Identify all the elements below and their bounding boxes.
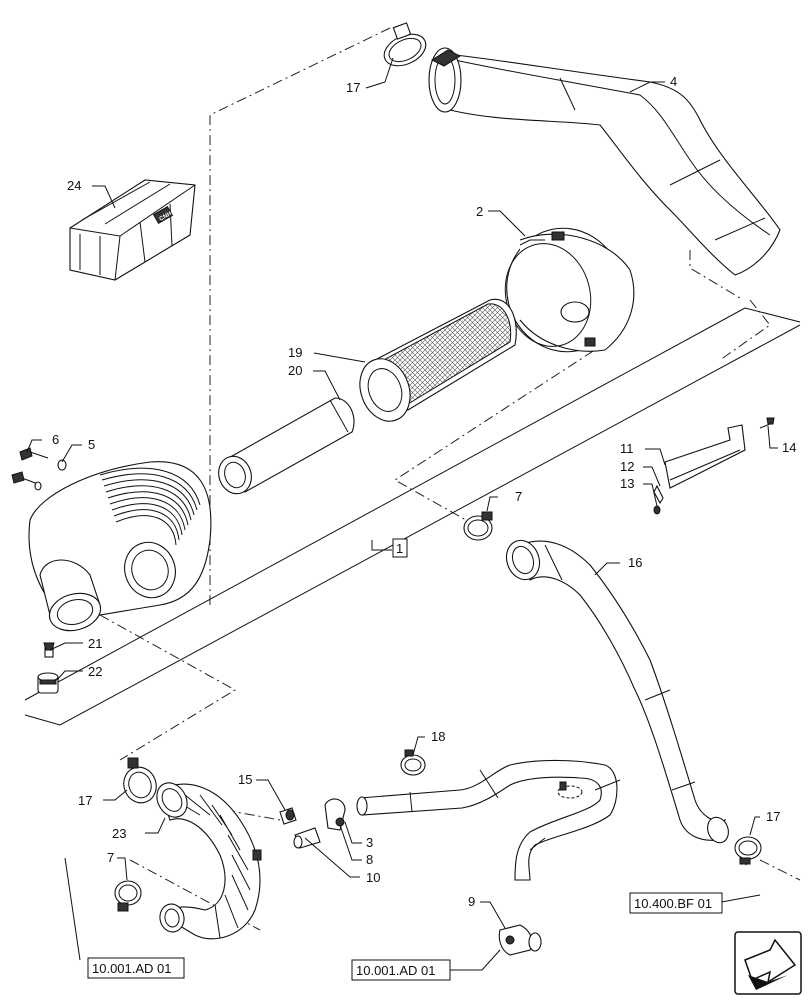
callout-17-lower: 17	[78, 793, 92, 808]
part-19-main-filter	[359, 298, 517, 422]
part-22-dust-valve	[37, 672, 59, 694]
part-17-clamp-lower	[123, 757, 157, 804]
part-7-clamp-top	[463, 511, 493, 541]
part-17-hose-clamp-top	[383, 22, 427, 67]
callout-3: 3	[366, 835, 373, 850]
callout-24: 24	[67, 178, 81, 193]
callout-1-box: 1	[392, 538, 408, 558]
callout-12: 13	[620, 476, 634, 491]
callout-15: 16	[628, 555, 642, 570]
ref-ad-center-label: 10.001.AD 01	[356, 963, 436, 978]
callout-11: 12	[620, 459, 634, 474]
callout-6: 6	[52, 432, 59, 447]
part-15-hose	[505, 539, 729, 844]
part-9-fitting	[293, 827, 321, 849]
part-14-sensor	[279, 807, 297, 825]
callout-22: 22	[88, 664, 102, 679]
part-1-air-cleaner-housing	[28, 461, 212, 632]
callout-7-lower: 7	[107, 850, 114, 865]
callout-5: 5	[88, 437, 95, 452]
ref-box-bf[interactable]: 10.400.BF 01	[629, 892, 723, 914]
part-24-crate: CNH	[69, 179, 196, 281]
callout-9: 10	[366, 870, 380, 885]
parts-11-12-fasteners	[653, 484, 664, 515]
callout-labels: 17 4 24 2 19 20 6 5 7 11 12 13 14 16 21 …	[52, 74, 796, 909]
callout-23: 23	[112, 826, 126, 841]
part-8-clamp-b	[498, 924, 542, 956]
callout-10: 11	[620, 441, 634, 456]
callout-2: 2	[476, 204, 483, 219]
callout-4: 4	[670, 74, 677, 89]
part-2-cleaner-cover	[504, 227, 635, 353]
assembly-bracket-1	[24, 307, 801, 726]
ref-box-ad-center[interactable]: 10.001.AD 01	[351, 959, 451, 981]
callout-13: 14	[782, 440, 796, 455]
part-4-intake-duct	[428, 47, 781, 276]
callout-8-a: 8	[366, 852, 373, 867]
leader-lines	[26, 57, 778, 971]
callout-7-top: 7	[515, 489, 522, 504]
part-16-clamp	[734, 836, 762, 865]
callout-1: 1	[396, 541, 403, 556]
callout-20: 20	[288, 363, 302, 378]
part-21-fitting	[43, 642, 55, 658]
callout-14: 15	[238, 772, 252, 787]
callout-16: 17	[766, 809, 780, 824]
crate-logo: CNH	[159, 211, 173, 223]
navigation-arrow-icon[interactable]	[734, 931, 802, 995]
ref-ad-left-label: 10.001.AD 01	[92, 961, 172, 976]
callout-19: 19	[288, 345, 302, 360]
part-7-clamp-lower	[114, 880, 142, 912]
part-18-clamp	[400, 749, 426, 776]
ref-bf-label: 10.400.BF 01	[634, 896, 712, 911]
callout-8-b: 9	[468, 894, 475, 909]
ref-box-ad-left[interactable]: 10.001.AD 01	[87, 957, 185, 979]
part-20-safety-filter	[218, 397, 355, 495]
callout-17-top: 17	[346, 80, 360, 95]
callout-21: 21	[88, 636, 102, 651]
part-13-bolt	[759, 417, 775, 429]
part-10-bracket	[664, 424, 746, 489]
part-3-tube	[356, 759, 621, 881]
callout-18: 18	[431, 729, 445, 744]
part-23-elbow-hose	[156, 782, 262, 940]
part-8-clamp-a	[324, 798, 346, 831]
parts-5-6-hardware	[11, 447, 67, 491]
